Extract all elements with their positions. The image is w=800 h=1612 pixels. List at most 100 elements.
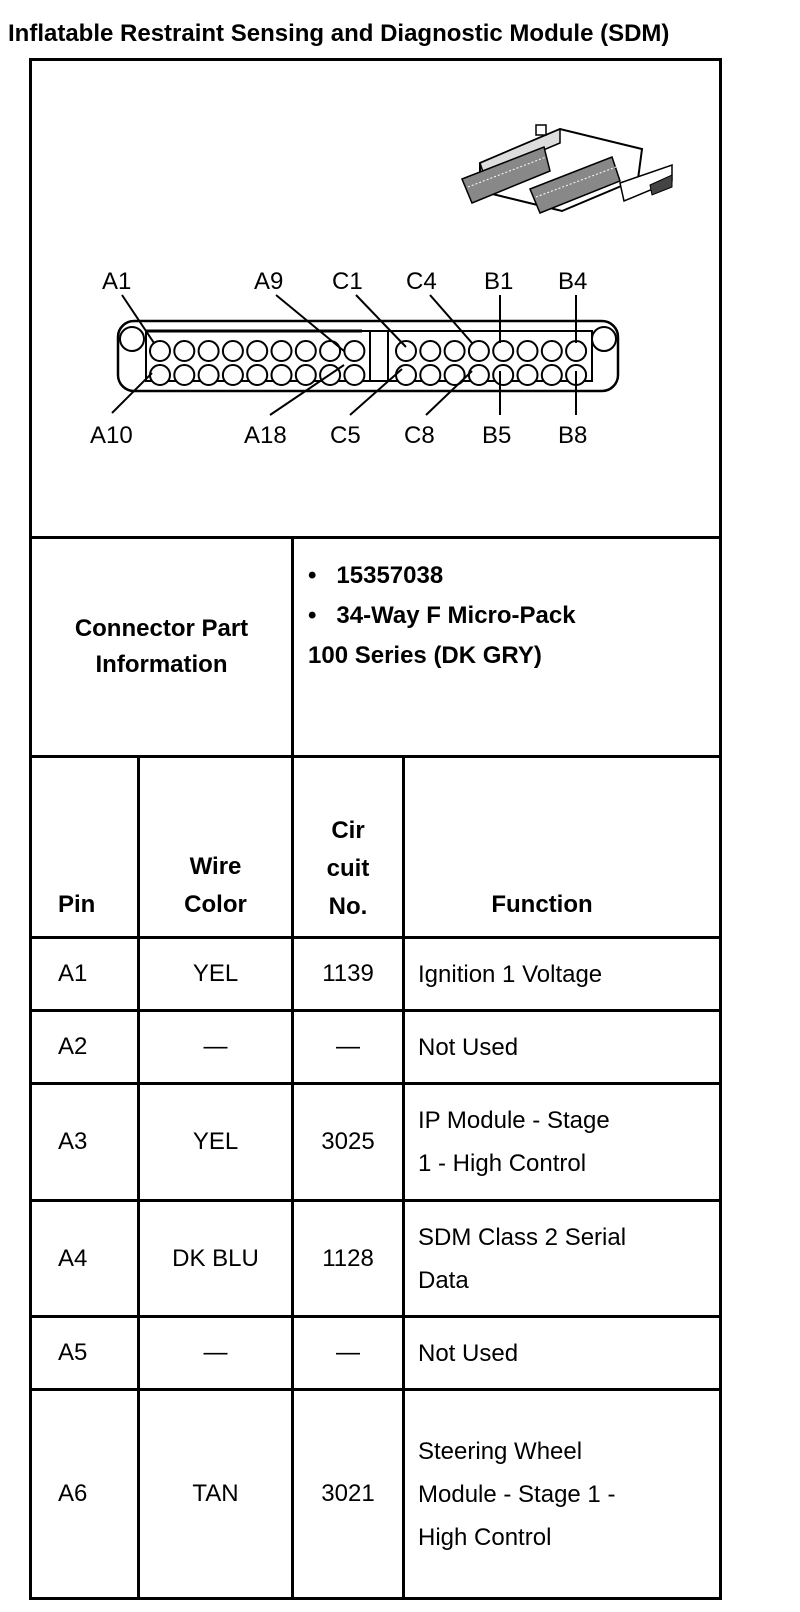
row-divider-3 (29, 1199, 722, 1202)
cell-pin: A1 (58, 960, 88, 987)
cell-circuit-no: — (336, 1033, 360, 1060)
row-divider-1 (29, 1009, 722, 1012)
pin-label-b5: B5 (482, 422, 511, 449)
connector-face (116, 319, 620, 393)
pin-cb-5 (492, 340, 515, 362)
pin-a-15 (270, 364, 293, 386)
pin-cb-6 (516, 340, 539, 362)
cell-wire-color: DK BLU (172, 1244, 259, 1272)
pin-a-1 (149, 340, 171, 362)
pin-cb-13 (492, 364, 515, 386)
cell-circuit-no: 3025 (321, 1128, 375, 1155)
cell-wire-color: YEL (192, 960, 239, 987)
pin-cb-12 (467, 364, 490, 386)
connector-diagram: A1 A9 C1 C4 B1 B4 A10 A18 C5 C8 B5 B8 (90, 124, 673, 449)
function-line: Not Used (418, 1033, 519, 1061)
pin-label-a1: A1 (102, 268, 131, 295)
pin-a-3 (197, 340, 220, 362)
pin-cb-11 (443, 364, 466, 386)
cell-pin: A6 (58, 1480, 88, 1507)
pin-label-b1: B1 (484, 268, 513, 295)
pin-a-4 (221, 340, 244, 362)
pin-a-16 (294, 364, 317, 386)
pin-cb-1 (395, 340, 417, 362)
cell-pin: A5 (58, 1339, 88, 1366)
cell-pin: A3 (58, 1128, 88, 1155)
page-title: Inflatable Restraint Sensing and Diagnos… (8, 20, 670, 47)
connector-table-frame (29, 58, 722, 1600)
cell-circuit-no: 3021 (321, 1480, 375, 1507)
function-line: Not Used (418, 1339, 519, 1367)
pin-label-c8: C8 (404, 422, 435, 449)
pin-cb-4 (467, 340, 490, 362)
pin-cb-15 (540, 364, 563, 386)
function-line: 1 - High Control (418, 1150, 587, 1177)
pin-a-2 (173, 340, 196, 362)
pin-cb-8 (565, 340, 588, 362)
col-divider-1 (137, 755, 140, 1600)
function-line: Steering Wheel (418, 1437, 583, 1465)
row-divider-2 (29, 1082, 722, 1085)
cell-wire-color: YEL (192, 1128, 239, 1155)
part-info-label: Connector Part Information (74, 615, 249, 678)
cell-wire-color: TAN (192, 1480, 239, 1507)
pin-cb-2 (419, 340, 442, 362)
cell-wire-color: — (203, 1339, 228, 1366)
pin-cb-7 (540, 340, 563, 362)
cell-pin: A4 (58, 1244, 88, 1272)
cell-wire-color: — (203, 1033, 228, 1060)
cell-function: Not Used (418, 1012, 718, 1082)
divider-part-info-bottom (29, 755, 722, 758)
pin-a-13 (221, 364, 244, 386)
pin-a-8 (319, 340, 342, 362)
leader-lines (111, 294, 577, 416)
pin-cb-14 (516, 364, 539, 386)
function-line: Module - Stage 1 - (418, 1480, 616, 1508)
cell-pin: A2 (58, 1033, 88, 1060)
pin-label-a18: A18 (244, 422, 287, 449)
pin-a-6 (270, 340, 293, 362)
pin-a-18 (343, 364, 366, 386)
pin-a-14 (246, 364, 269, 386)
header-wire-color: Wire Color (184, 853, 247, 918)
part-number-item: • 15357038 (308, 562, 444, 589)
connector-series-item: 100 Series (DK GRY) (308, 642, 542, 669)
function-line: High Control (418, 1523, 552, 1551)
pin-label-c1: C1 (332, 268, 363, 295)
pin-cb-10 (419, 364, 442, 386)
row-divider-header (29, 936, 722, 939)
pin-a-11 (173, 364, 196, 386)
pin-a-10 (149, 364, 171, 386)
pin-label-a9: A9 (254, 268, 283, 295)
cell-circuit-no: — (336, 1339, 360, 1366)
divider-diagram-bottom (29, 536, 722, 539)
pin-cb-9 (395, 364, 417, 386)
cell-circuit-no: 1139 (322, 960, 374, 987)
pin-a-7 (294, 340, 317, 362)
function-line: SDM Class 2 Serial (418, 1223, 627, 1251)
col-divider-3 (402, 755, 405, 1600)
pin-label-c5: C5 (330, 422, 361, 449)
pin-label-b4: B4 (558, 268, 587, 295)
pin-label-b8: B8 (558, 422, 587, 449)
pin-cb-3 (443, 340, 466, 362)
header-circuit-no: Cir cuit No. (326, 817, 370, 920)
col-divider-2 (291, 755, 294, 1600)
row-divider-4 (29, 1315, 722, 1318)
part-info-values: • 15357038 • 34-Way F Micro-Pack 100 Ser… (308, 556, 576, 676)
pin-a-9 (343, 340, 366, 362)
connector-type-item: • 34-Way F Micro-Pack (308, 602, 576, 629)
cell-function: Not Used (418, 1318, 718, 1388)
header-function: Function (491, 891, 593, 918)
pin-a-12 (197, 364, 220, 386)
header-pin: Pin (58, 891, 96, 918)
cell-circuit-no: 1128 (322, 1244, 374, 1272)
cell-function: Ignition 1 Voltage (418, 939, 718, 1009)
pin-a-5 (246, 340, 269, 362)
divider-part-info (291, 536, 294, 756)
pin-label-c4: C4 (406, 268, 437, 295)
row-divider-5 (29, 1388, 722, 1391)
